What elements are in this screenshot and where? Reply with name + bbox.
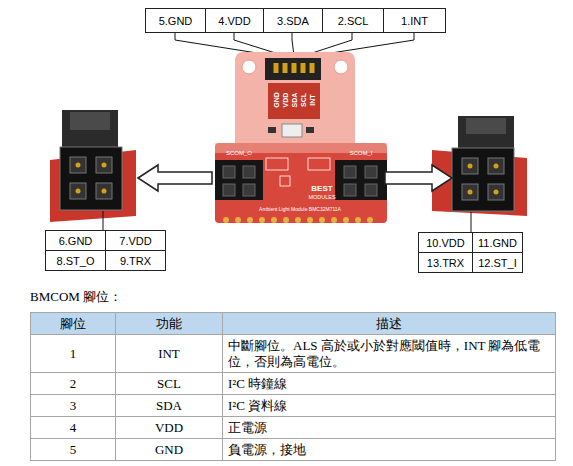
table-cell: 1 — [30, 334, 116, 373]
pin-silkscreen: GND — [273, 92, 280, 108]
table-cell: I²C 資料線 — [222, 394, 556, 417]
pin-label: 13.TRX — [418, 252, 473, 273]
table-cell: SCL — [115, 372, 223, 395]
table-cell: 負電源，接地 — [222, 438, 556, 461]
section-heading: BMCOM 腳位： — [30, 288, 122, 306]
table-cell: 5 — [30, 438, 116, 461]
board-silkscreen: SCOM_I — [349, 150, 372, 156]
board-silkscreen: Ambient Light Module BMC32M711A — [259, 207, 341, 212]
arrow-left — [138, 165, 212, 191]
pin-label: 1.INT — [383, 8, 446, 33]
table-header: 功能 — [115, 312, 223, 335]
pin-label: 8.ST_O — [45, 250, 106, 271]
table-header: 腳位 — [30, 312, 116, 335]
pin-label: 10.VDD — [418, 232, 473, 253]
pin-label: 5.GND — [145, 8, 206, 33]
table-cell: VDD — [115, 416, 223, 439]
center-board — [215, 52, 387, 223]
pin-label: 9.TRX — [105, 250, 166, 271]
pin-silkscreen: VDD — [282, 93, 289, 108]
table-cell: 3 — [30, 394, 116, 417]
board-silkscreen: MODULES — [308, 195, 335, 201]
arrow-right — [385, 165, 452, 191]
left-connector — [50, 110, 136, 230]
pin-silkscreen: SCL — [300, 93, 307, 107]
table-cell: SDA — [115, 394, 223, 417]
board-silkscreen: BEST — [311, 185, 332, 193]
pin-label: 6.GND — [45, 230, 106, 251]
pin-label: 7.VDD — [105, 230, 166, 251]
table-cell: 2 — [30, 372, 116, 395]
pin-label: 2.SCL — [322, 8, 384, 33]
table-cell: GND — [115, 438, 223, 461]
pin-label: 3.SDA — [263, 8, 323, 33]
pin-silkscreen: SDA — [291, 93, 298, 108]
table-cell: INT — [115, 334, 223, 373]
pin-label: 11.GND — [472, 232, 523, 253]
board-silkscreen: SCOM_O — [226, 150, 252, 156]
table-cell: I²C 時鐘線 — [222, 372, 556, 395]
table-cell: 4 — [30, 416, 116, 439]
pin-label: 4.VDD — [205, 8, 264, 33]
pin-silkscreen: INT — [309, 94, 316, 105]
pin-label: 12.ST_I — [472, 252, 523, 273]
table-header: 描述 — [222, 312, 556, 335]
table-cell: 正電源 — [222, 416, 556, 439]
table-cell: 中斷腳位。ALS 高於或小於對應閾值時，INT 腳為低電位，否則為高電位。 — [222, 334, 556, 373]
